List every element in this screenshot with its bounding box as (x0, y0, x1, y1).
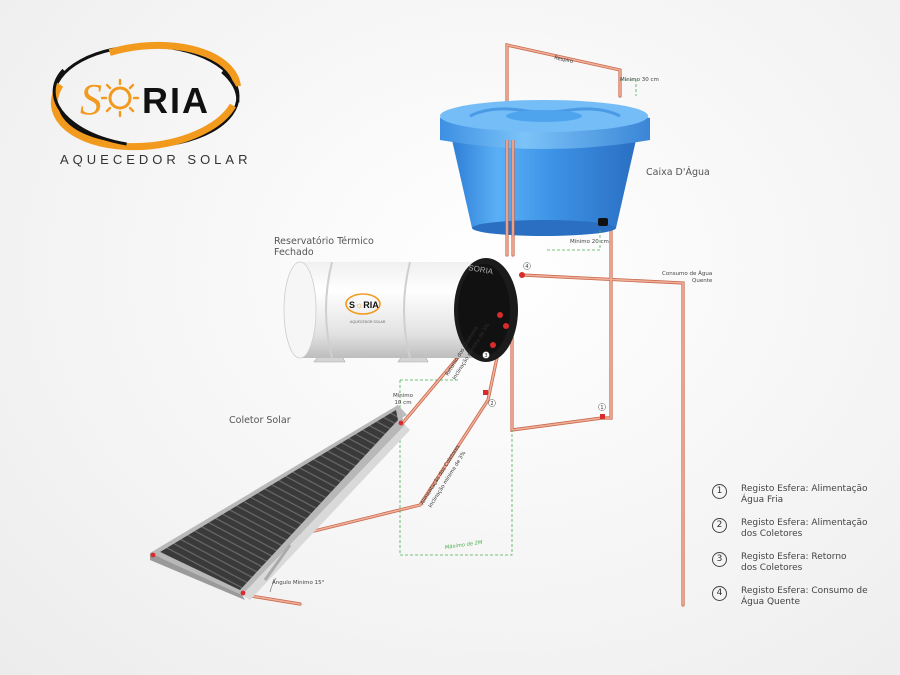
supply-label-1: Alimentação dos Coletores (420, 444, 462, 506)
min-30-label: Mínimo 30 cm (620, 77, 659, 83)
svg-text:S☼RIA: S☼RIA (349, 300, 379, 310)
legend-number: 2 (712, 518, 727, 533)
hot-consumption-label: Consumo de Água Quente (662, 271, 712, 285)
water-tank (440, 100, 650, 236)
tank-outlet-valve-icon (598, 218, 608, 226)
min-10-line2: 10 cm (394, 400, 412, 406)
valve-return-icon (497, 312, 503, 318)
legend-number: 1 (712, 484, 727, 499)
vent-label: Respiro (554, 55, 574, 65)
valve-2-icon (483, 390, 488, 395)
legend-item: 4 Registo Esfera: Consumo de Água Quente (712, 586, 892, 620)
legend-item: 1 Registo Esfera: Alimentação Água Fria (712, 484, 892, 518)
marker-1: 1 (600, 405, 603, 411)
valve-1-icon (600, 414, 605, 419)
brand-logo: S RIA (50, 41, 242, 151)
sun-icon (100, 78, 140, 118)
marker-2: 2 (490, 401, 493, 407)
legend: 1 Registo Esfera: Alimentação Água Fria … (712, 484, 892, 620)
hot-consumption-line2: Quente (692, 278, 713, 284)
svg-text:S: S (80, 75, 102, 124)
legend-text: Registo Esfera: Alimentação dos Coletore… (741, 518, 868, 539)
min-20-label: Mínimo 20 cm (570, 239, 609, 245)
thermal-reservoir: SORIA S☼RIA AQUECEDOR SOLAR (283, 258, 525, 363)
reservoir-label-line2: Fechado (274, 247, 314, 258)
svg-text:AQUECEDOR SOLAR: AQUECEDOR SOLAR (350, 320, 386, 324)
legend-text: Registo Esfera: Consumo de Água Quente (741, 586, 868, 607)
min-10-label: Mínimo 10 cm (393, 393, 413, 407)
marker-4: 4 (525, 264, 528, 270)
valve-supply-icon (490, 342, 496, 348)
water-tank-label: Caixa D'Água (646, 167, 710, 178)
reservoir-label-line1: Reservatório Térmico (274, 236, 374, 247)
legend-item: 3 Registo Esfera: Retorno dos Coletores (712, 552, 892, 586)
max-2m-label: Máximo de 2M (444, 539, 483, 551)
valve-hot-outlet-icon (519, 272, 525, 278)
reservoir-label: Reservatório Térmico Fechado (274, 236, 374, 258)
legend-text: Registo Esfera: Alimentação Água Fria (741, 484, 868, 505)
guide-lines (399, 79, 637, 556)
hot-consumption-line1: Consumo de Água (662, 271, 713, 277)
solar-collector (150, 405, 410, 600)
min-10-line1: Mínimo (393, 393, 414, 399)
legend-number: 4 (712, 586, 727, 601)
collector-label: Coletor Solar (229, 415, 291, 426)
marker-3: 3 (484, 353, 487, 359)
svg-text:RIA: RIA (142, 80, 210, 121)
legend-item: 2 Registo Esfera: Alimentação dos Coleto… (712, 518, 892, 552)
svg-text:SORIA: SORIA (468, 263, 495, 276)
legend-text: Registo Esfera: Retorno dos Coletores (741, 552, 847, 573)
brand-tagline: AQUECEDOR SOLAR (60, 152, 252, 167)
pipe-markers: 1 2 3 4 (482, 262, 606, 411)
valve-cold-inlet-icon (503, 323, 509, 329)
angle-min-label: Ângulo Mínimo 15° (272, 580, 325, 586)
legend-number: 3 (712, 552, 727, 567)
